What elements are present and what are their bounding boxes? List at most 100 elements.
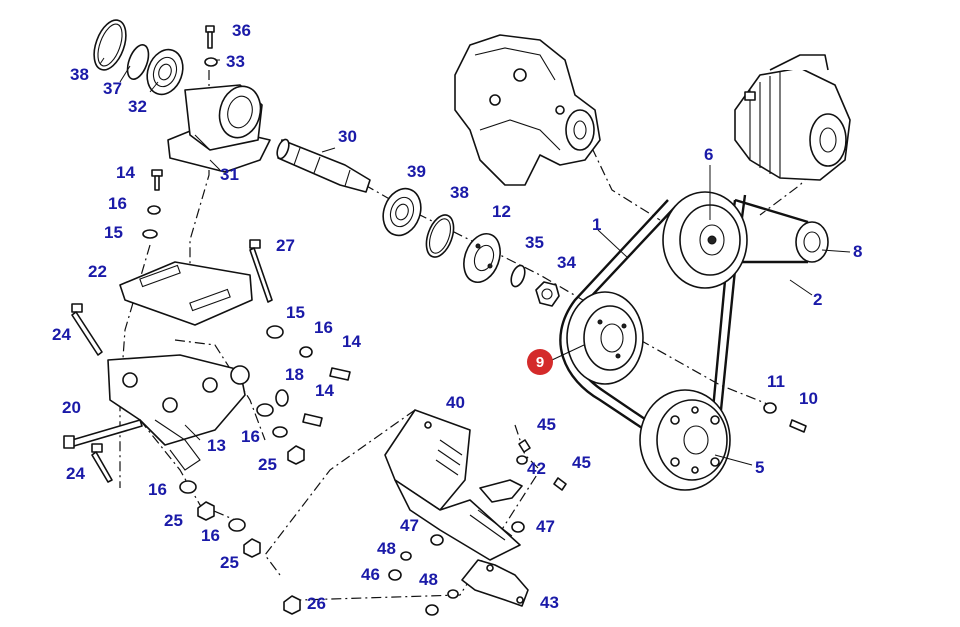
callout-30: 30 xyxy=(338,127,357,146)
assembly-line xyxy=(639,339,771,406)
snap-ring-38 xyxy=(425,214,455,258)
callout-12: 12 xyxy=(492,202,511,221)
callout-25: 25 xyxy=(164,511,183,530)
washer-16-mid xyxy=(256,403,288,438)
water-pump xyxy=(454,34,601,186)
callout-45: 45 xyxy=(572,453,591,472)
bracket-22 xyxy=(119,261,253,326)
callout-13: 13 xyxy=(207,436,226,455)
callout-42: 42 xyxy=(527,459,546,478)
callout-25: 25 xyxy=(258,455,277,474)
callout-16: 16 xyxy=(148,480,167,499)
bearing-32 xyxy=(146,48,184,96)
callout-15: 15 xyxy=(104,223,123,242)
bolt-24-low xyxy=(91,443,113,483)
callout-35: 35 xyxy=(525,233,544,252)
shaft-30 xyxy=(276,138,371,193)
spacer-18 xyxy=(275,389,289,407)
guard-lower xyxy=(394,479,521,561)
callouts: 36 33 38 37 32 30 14 16 31 39 38 15 12 3… xyxy=(52,21,862,613)
bracket-43 xyxy=(461,559,529,607)
callout-27: 27 xyxy=(276,236,295,255)
callout-47: 47 xyxy=(400,516,419,535)
bearing-housing-31 xyxy=(167,84,271,173)
callout-33: 33 xyxy=(226,52,245,71)
callout-1: 1 xyxy=(592,215,601,234)
callout-38: 38 xyxy=(70,65,89,84)
guard-40 xyxy=(384,409,471,511)
nut-25-mid xyxy=(287,445,305,465)
assembly-line xyxy=(591,147,661,221)
bracket-42 xyxy=(479,479,523,503)
pulley-6 xyxy=(662,191,748,289)
washer-15-top xyxy=(142,229,158,239)
snap-ring-38-top xyxy=(93,19,127,71)
callout-39: 39 xyxy=(407,162,426,181)
callout-48: 48 xyxy=(377,539,396,558)
callout-32: 32 xyxy=(128,97,147,116)
callout-47: 47 xyxy=(536,517,555,536)
assembly-line xyxy=(174,339,266,441)
callout-2: 2 xyxy=(813,290,822,309)
callout-6: 6 xyxy=(704,145,713,164)
callout-37: 37 xyxy=(103,79,122,98)
lower-fasteners xyxy=(179,480,261,558)
callout-26: 26 xyxy=(307,594,326,613)
callout-14: 14 xyxy=(116,163,135,182)
nut-16-right xyxy=(299,346,313,358)
callout-40: 40 xyxy=(446,393,465,412)
callout-43: 43 xyxy=(540,593,559,612)
callout-14: 14 xyxy=(342,332,361,351)
bearing-39 xyxy=(382,187,422,237)
highlight-circle[interactable] xyxy=(527,349,553,375)
callout-9[interactable]: 9 xyxy=(536,354,544,371)
bolt-14-right xyxy=(329,367,351,381)
callout-11: 11 xyxy=(767,372,785,391)
highlight-marker-9[interactable]: 9 xyxy=(527,349,553,375)
callout-25: 25 xyxy=(220,553,239,572)
bolt-20 xyxy=(63,419,143,449)
belt-2 xyxy=(734,198,809,264)
nut-34 xyxy=(535,281,560,307)
alternator xyxy=(734,54,851,181)
callout-15: 15 xyxy=(286,303,305,322)
callout-46: 46 xyxy=(361,565,380,584)
pulley-9 xyxy=(566,291,644,385)
callout-22: 22 xyxy=(88,262,107,281)
callout-16: 16 xyxy=(201,526,220,545)
washer-11 xyxy=(763,402,777,414)
callout-10: 10 xyxy=(799,389,818,408)
assembly-line xyxy=(264,409,416,576)
assembly-line xyxy=(329,164,601,311)
callout-16: 16 xyxy=(241,427,260,446)
snap-ring-37 xyxy=(126,44,150,80)
nut-16-top xyxy=(147,205,161,215)
bolt-24-top xyxy=(71,303,103,356)
nut-33 xyxy=(204,57,218,67)
callout-16: 16 xyxy=(108,194,127,213)
callout-36: 36 xyxy=(232,21,251,40)
callout-16: 16 xyxy=(314,318,333,337)
callout-24: 24 xyxy=(52,325,71,344)
bolt-14-top xyxy=(151,169,163,191)
bolt-36 xyxy=(205,25,215,49)
callout-38: 38 xyxy=(450,183,469,202)
callout-5: 5 xyxy=(755,458,764,477)
callout-48: 48 xyxy=(419,570,438,589)
callout-34: 34 xyxy=(557,253,576,272)
callout-14: 14 xyxy=(315,381,334,400)
callout-8: 8 xyxy=(853,242,862,261)
washer-15-right xyxy=(266,325,284,339)
washer-35 xyxy=(510,264,526,288)
nut-26 xyxy=(283,595,301,615)
pulley-8 xyxy=(795,221,829,263)
callout-31: 31 xyxy=(220,165,239,184)
pulley-5 xyxy=(639,389,731,491)
flange-12 xyxy=(463,232,501,284)
callout-20: 20 xyxy=(62,398,81,417)
mount-bracket-13 xyxy=(107,354,250,471)
callout-24: 24 xyxy=(66,464,85,483)
callout-45: 45 xyxy=(537,415,556,434)
